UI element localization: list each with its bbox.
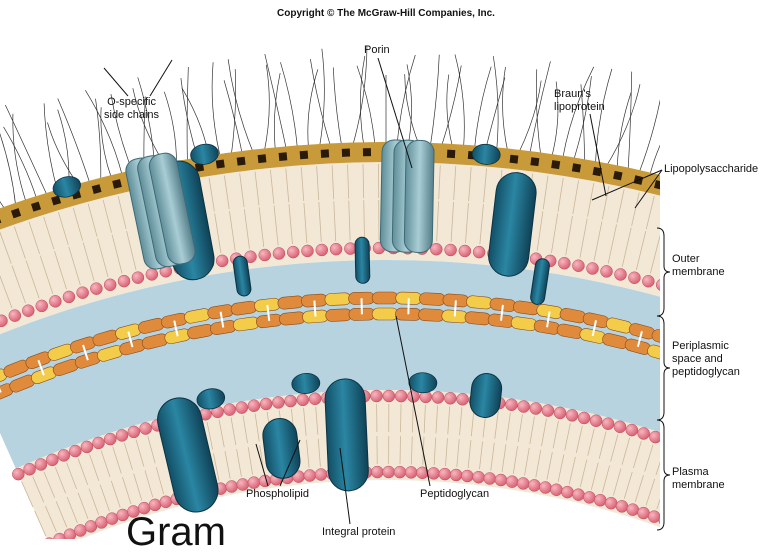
phospholipid-label: Phospholipid bbox=[246, 488, 309, 501]
label-line: O-specific bbox=[104, 96, 159, 109]
gram-negative-cell-envelope-diagram: Copyright © The McGraw-Hill Companies, I… bbox=[0, 0, 772, 539]
label-line: side chains bbox=[104, 109, 159, 122]
leader-o-specific bbox=[104, 68, 128, 96]
outer-membrane-label: Outer membrane bbox=[672, 253, 725, 279]
label-line: Periplasmic bbox=[672, 340, 740, 353]
label-line: membrane bbox=[672, 479, 725, 492]
label-line: peptidoglycan bbox=[672, 366, 740, 379]
peptidoglycan-label: Peptidoglycan bbox=[420, 488, 489, 501]
brauns-lipoprotein-label: Braun's lipoprotein bbox=[554, 88, 605, 114]
gram-caption: Gram bbox=[126, 512, 226, 552]
label-line: Outer bbox=[672, 253, 725, 266]
label-line: space and bbox=[672, 353, 740, 366]
label-line: membrane bbox=[672, 266, 725, 279]
plasma-membrane-label: Plasma membrane bbox=[672, 466, 725, 492]
periplasmic-space-label: Periplasmic space and peptidoglycan bbox=[672, 340, 740, 379]
cell-envelope-illustration bbox=[0, 0, 772, 539]
label-line: Braun's bbox=[554, 88, 605, 101]
copyright-notice: Copyright © The McGraw-Hill Companies, I… bbox=[0, 8, 772, 19]
integral-protein bbox=[324, 378, 369, 492]
lipopolysaccharide-label: Lipopolysaccharide bbox=[664, 163, 758, 176]
leader-o-specific bbox=[150, 60, 172, 96]
brauns-lipoprotein bbox=[355, 237, 370, 283]
label-line: Plasma bbox=[672, 466, 725, 479]
o-specific-side-chains-label: O-specific side chains bbox=[104, 96, 159, 122]
integral-protein-label: Integral protein bbox=[322, 526, 395, 539]
porin-label: Porin bbox=[364, 44, 390, 57]
label-line: lipoprotein bbox=[554, 101, 605, 114]
